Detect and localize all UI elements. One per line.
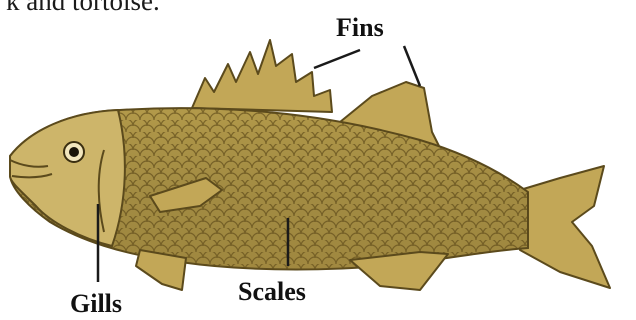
dorsal-fin-spiny xyxy=(192,40,332,112)
fins-label: Fins xyxy=(336,13,384,42)
pelvic-fin xyxy=(136,250,186,290)
fins-leader-line-left xyxy=(314,50,360,68)
fins-leader-line-right xyxy=(404,46,420,86)
anal-fin xyxy=(350,252,448,290)
tail-fin xyxy=(520,166,610,288)
gills-label: Gills xyxy=(70,289,122,318)
scales-label: Scales xyxy=(238,277,306,306)
